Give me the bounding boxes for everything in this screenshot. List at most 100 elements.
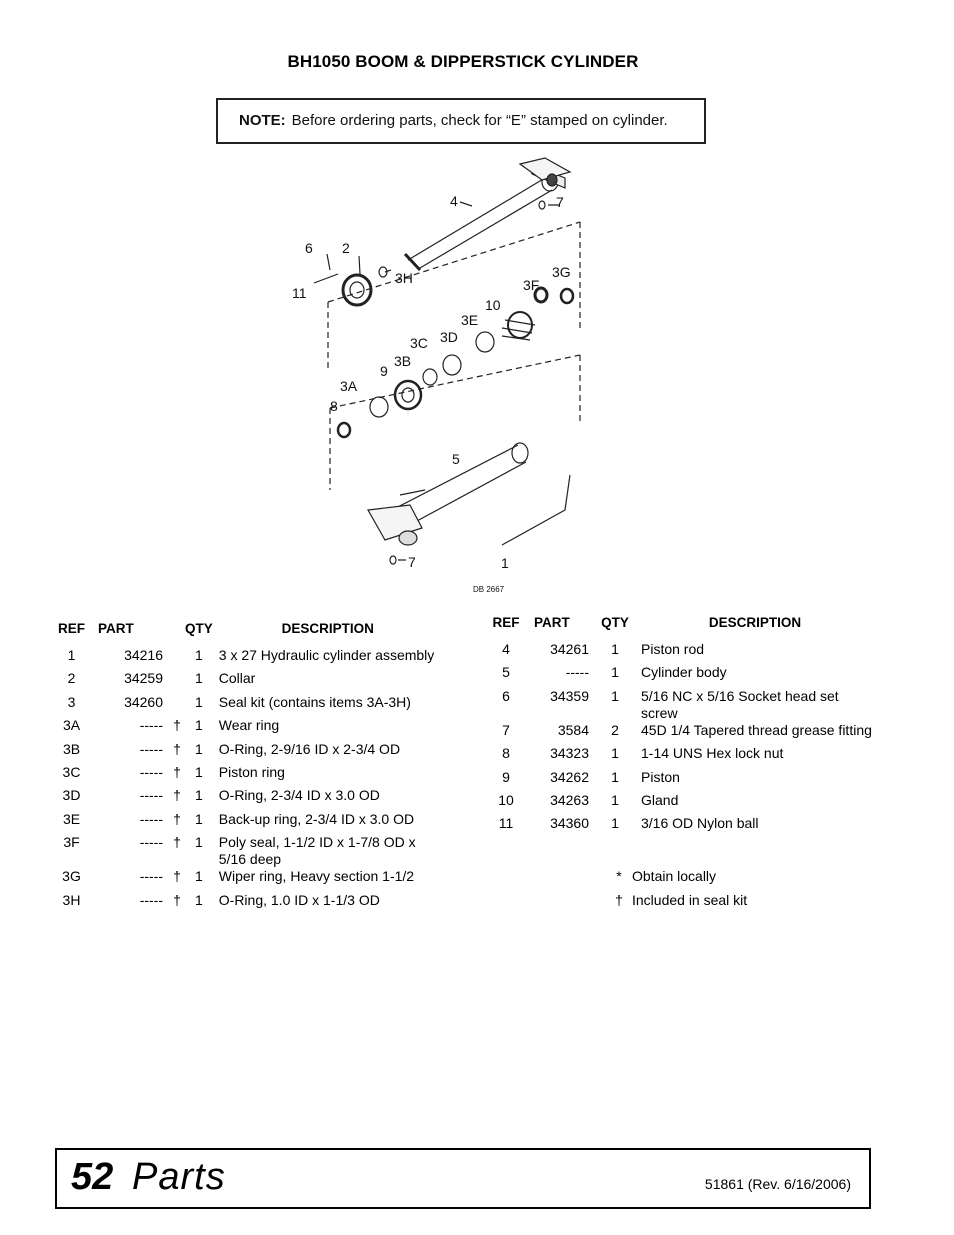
description-cell: Back-up ring, 2-3/4 ID x 3.0 OD: [218, 810, 415, 827]
part-cell: 34259: [124, 670, 163, 687]
ref-cell: 3C: [62, 763, 81, 780]
part-cell: 34260: [124, 693, 163, 710]
page-footer: 52 Parts 51861 (Rev. 6/16/2006): [55, 1148, 871, 1209]
qty-cell: 1: [611, 687, 619, 704]
ref-cell: 3F: [63, 834, 80, 851]
cylinder-exploded-diagram: 4 7 6 2 11 3H 3G 3F 10 3E 3D 3C 3B 9 3A …: [292, 157, 581, 594]
description-cell: Wear ring: [218, 717, 280, 734]
seal-kit-mark: †: [173, 834, 181, 851]
callout-3d: 3D: [440, 329, 458, 345]
part-cell: 34323: [550, 745, 589, 762]
description-cell: 3/16 OD Nylon ball: [641, 815, 759, 832]
description-cell: 3 x 27 Hydraulic cylinder assembly: [218, 647, 435, 663]
seal-kit-mark: †: [173, 868, 181, 885]
callout-3e: 3E: [461, 312, 478, 328]
ref-cell: 11: [498, 815, 514, 832]
ref-cell: 10: [498, 791, 514, 808]
description-cell: Collar: [218, 670, 256, 687]
seal-kit-mark: †: [173, 891, 181, 908]
callout-9: 9: [380, 363, 388, 379]
part-cell: -----: [139, 763, 163, 780]
seal-kit-mark: †: [173, 810, 181, 827]
part-cell: -----: [139, 810, 163, 827]
ref-cell: 6: [502, 687, 510, 704]
qty-cell: 1: [194, 891, 203, 908]
description-cell: Gland: [641, 791, 679, 808]
part-cell: -----: [139, 717, 163, 734]
qty-cell: 1: [194, 717, 203, 734]
callout-11: 11: [292, 285, 307, 301]
table-row: 3E ----- † 1 Back-up ring, 2-3/4 ID x 3.0 OD: [55, 811, 443, 834]
document-revision: 51861 (Rev. 6/16/2006): [704, 1176, 851, 1192]
legend-seal-kit: † Included in seal kit: [610, 892, 747, 908]
qty-cell: 1: [194, 868, 203, 885]
header-ref: REF: [58, 621, 85, 636]
callout-1: 1: [501, 555, 509, 571]
legend-symbol: †: [615, 892, 623, 908]
seal-kit-mark: †: [173, 787, 181, 804]
ref-cell: 1: [67, 647, 76, 663]
qty-cell: 1: [194, 787, 203, 804]
description-cell: 5/16 NC x 5/16 Socket head set screw: [641, 687, 839, 721]
diagram-code: DB 2667: [473, 585, 505, 594]
qty-cell: 1: [611, 664, 619, 681]
header-part: PART: [98, 621, 134, 636]
ref-cell: 9: [502, 768, 510, 785]
qty-cell: 1: [194, 834, 203, 851]
qty-cell: 2: [611, 721, 619, 738]
seal-kit-mark: [169, 647, 185, 670]
header-ref: REF: [492, 615, 520, 630]
legend-text: Obtain locally: [632, 868, 717, 884]
seal-kit-mark: †: [173, 763, 181, 780]
callout-6: 6: [305, 240, 313, 256]
ref-cell: 8: [502, 745, 510, 762]
legend-text: Included in seal kit: [632, 892, 748, 908]
seal-kit-mark: †: [173, 740, 181, 757]
ref-cell: 2: [67, 670, 76, 687]
callout-2: 2: [342, 240, 350, 256]
qty-cell: 1: [194, 693, 203, 710]
ref-cell: 3: [67, 693, 76, 710]
qty-cell: 1: [194, 763, 203, 780]
part-cell: 34360: [550, 815, 589, 832]
callout-7-top: 7: [556, 194, 564, 210]
part-cell: -----: [565, 664, 589, 681]
callout-3f: 3F: [523, 277, 539, 293]
note-text: Before ordering parts, check for “E” sta…: [291, 112, 668, 129]
qty-cell: 1: [194, 810, 203, 827]
ref-cell: 3E: [62, 810, 81, 827]
qty-cell: 1: [194, 647, 203, 663]
part-cell: -----: [139, 891, 163, 908]
section-title: Parts: [132, 1156, 226, 1198]
ref-cell: 7: [502, 721, 510, 738]
description-cell: Wiper ring, Heavy section 1-1/2: [218, 868, 415, 885]
header-description: DESCRIPTION: [281, 621, 374, 636]
note-label: NOTE:: [239, 112, 286, 129]
seal-kit-mark: †: [173, 717, 181, 734]
part-cell: 34359: [550, 687, 589, 704]
page-number: 52: [71, 1156, 114, 1198]
ref-cell: 3B: [62, 740, 81, 757]
ref-cell: 3G: [62, 868, 81, 885]
ref-cell: 3D: [62, 787, 81, 804]
description-cell: Piston rod: [641, 641, 705, 657]
callout-3g: 3G: [552, 264, 571, 280]
callout-7-bottom: 7: [408, 554, 416, 570]
ref-cell: 3H: [62, 891, 81, 908]
callout-4: 4: [450, 193, 458, 209]
header-description: DESCRIPTION: [708, 615, 802, 630]
header-qty: QTY: [185, 621, 213, 636]
part-cell: -----: [139, 740, 163, 757]
qty-cell: 1: [194, 670, 203, 687]
